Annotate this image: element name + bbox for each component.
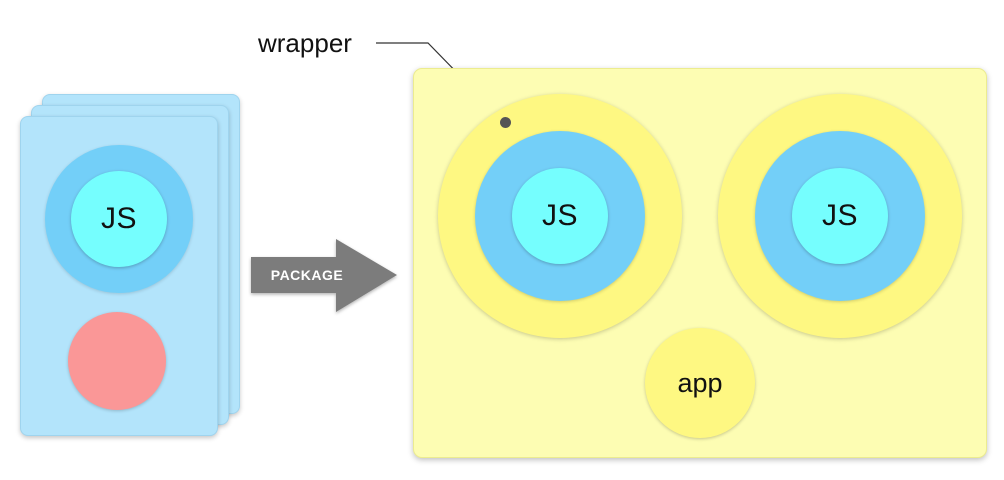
package-arrow-label: PACKAGE (270, 267, 344, 283)
source-js-module-core: JS (71, 171, 167, 267)
wrapped-js-module-core-2: JS (792, 168, 888, 264)
app-label: app (677, 367, 723, 398)
output-bundle-panel: JS JS app (413, 68, 987, 458)
wrapper-callout-dot (500, 117, 511, 128)
wrapper-ring-2: JS (718, 94, 962, 338)
source-red-circle (68, 312, 166, 410)
wrapped-js-module-ring-1: JS (475, 131, 645, 301)
wrapper-ring-1: JS (438, 94, 682, 338)
package-arrow (251, 239, 397, 312)
source-js-module-ring: JS (45, 145, 193, 293)
wrapped-js-module-core-1: JS (512, 168, 608, 264)
wrapper-callout-label: wrapper (258, 28, 352, 58)
wrapped-js-module-ring-2: JS (755, 131, 925, 301)
wrapped-js-label-2: JS (821, 199, 858, 232)
wrapped-js-label-1: JS (541, 199, 578, 232)
source-card-front: JS (20, 116, 218, 436)
source-js-label: JS (100, 202, 137, 235)
app-circle: app (645, 328, 755, 438)
